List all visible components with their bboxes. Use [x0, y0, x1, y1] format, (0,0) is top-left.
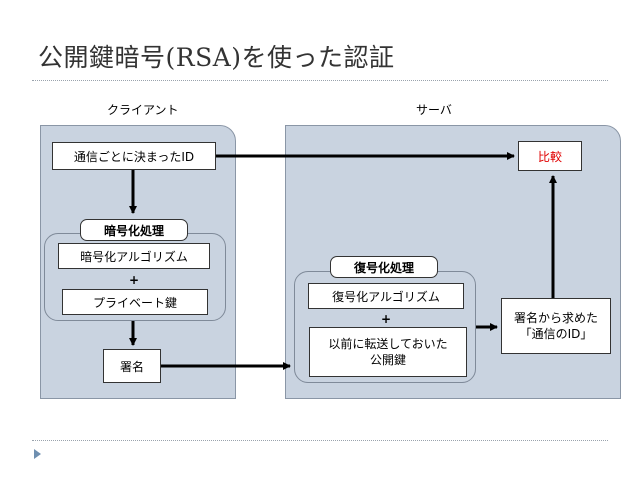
private-key-box: プライベート鍵 — [62, 289, 208, 315]
public-key-box: 以前に転送しておいた 公開鍵 — [309, 327, 467, 377]
recovered-id-box: 署名から求めた 「通信のID」 — [501, 298, 611, 354]
decrypt-plus: + — [380, 312, 392, 326]
server-column-label: サーバ — [416, 103, 452, 117]
footer-divider — [32, 440, 608, 441]
signature-box: 署名 — [103, 349, 161, 383]
encrypt-algorithm-box: 暗号化アルゴリズム — [58, 243, 210, 269]
slide-title: 公開鍵暗号(RSA)を使った認証 — [38, 43, 395, 72]
client-column-label: クライアント — [107, 103, 179, 117]
footer-triangle-icon — [34, 449, 41, 459]
compare-box: 比較 — [518, 141, 582, 171]
session-id-box: 通信ごとに決まったID — [52, 142, 216, 170]
decrypt-group-label: 復号化処理 — [330, 256, 438, 278]
decrypt-algorithm-box: 復号化アルゴリズム — [308, 283, 464, 309]
encrypt-plus: + — [128, 273, 140, 287]
title-divider — [32, 80, 608, 81]
encrypt-group-label: 暗号化処理 — [80, 219, 188, 241]
